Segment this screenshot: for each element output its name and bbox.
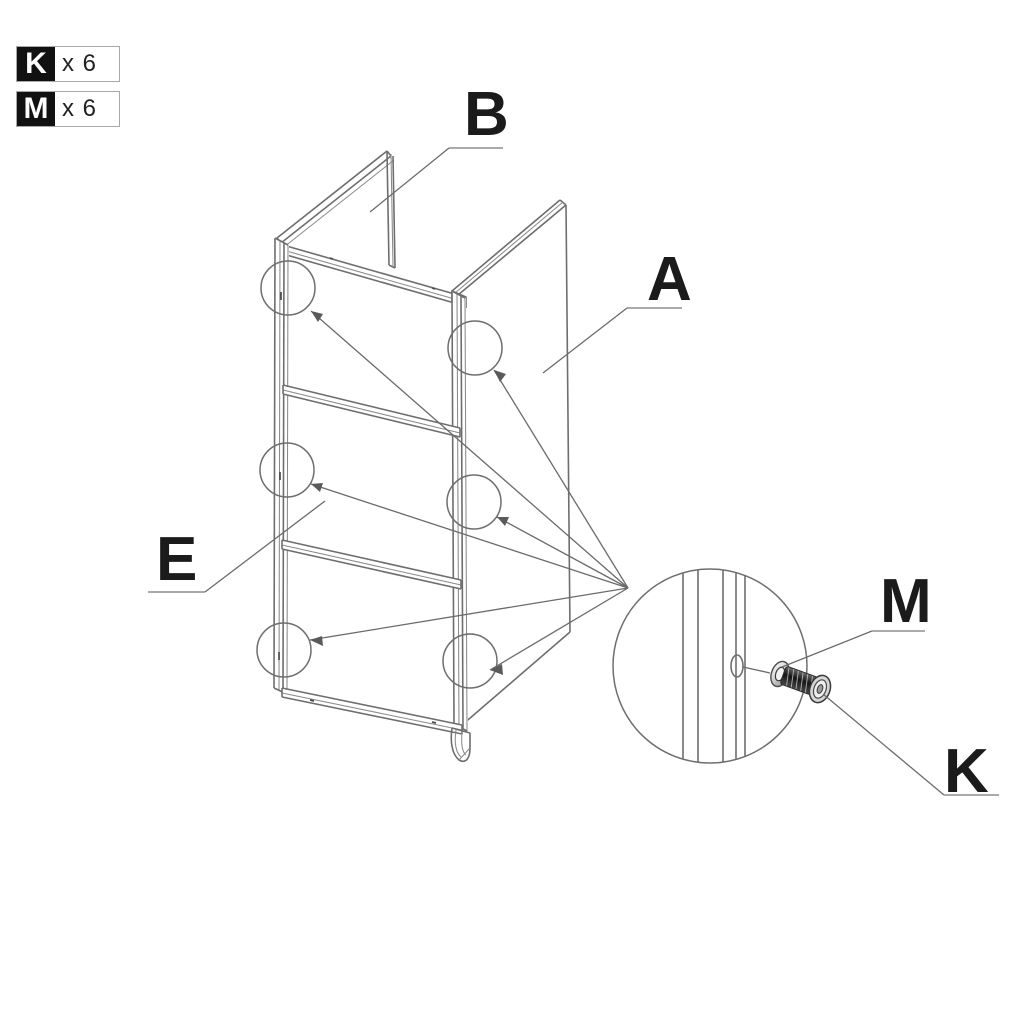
callout-letter-B: B (464, 80, 509, 149)
detail-stile-profile (682, 569, 746, 763)
joint-circle-4 (446, 474, 502, 530)
lower-shelf-rail (281, 539, 462, 590)
joint-circle-5 (256, 622, 312, 678)
parts-legend: K x 6 M x 6 (16, 46, 120, 136)
joint-detail-circles (256, 260, 503, 689)
legend-key-letter-k: K (17, 47, 55, 81)
left-side-panel-B (276, 150, 396, 269)
right-side-panel-A (451, 199, 571, 726)
fastener-detail-view (612, 568, 999, 796)
callout-letter-A: A (647, 245, 692, 314)
legend-quantity-k: x 6 (62, 50, 98, 77)
callout-letter-M: M (880, 567, 932, 636)
joint-circle-1 (260, 260, 316, 316)
joint-leader-lines (309, 310, 629, 675)
detail-circle-outline (612, 568, 808, 764)
callout-letter-K: K (944, 737, 989, 806)
joint-circle-2 (447, 320, 503, 376)
cabinet-assembly (256, 150, 571, 763)
legend-row-k: K x 6 (16, 46, 120, 82)
top-front-rail (282, 244, 459, 305)
joint-circle-3 (259, 442, 315, 498)
part-callout-leaders (148, 147, 682, 593)
corner-foot-bracket (450, 727, 471, 763)
bottom-front-rail (281, 687, 463, 735)
legend-row-m: M x 6 (16, 91, 120, 127)
front-right-stile (451, 290, 468, 732)
callout-letters: B A E M K (156, 80, 989, 806)
legend-quantity-m: x 6 (62, 95, 98, 122)
front-left-stile (273, 237, 289, 695)
joint-circle-6 (442, 633, 498, 689)
pilot-hole (730, 654, 744, 678)
legend-key-letter-m: M (17, 92, 55, 126)
upper-shelf-rail (282, 384, 461, 438)
callout-letter-E: E (156, 525, 197, 594)
